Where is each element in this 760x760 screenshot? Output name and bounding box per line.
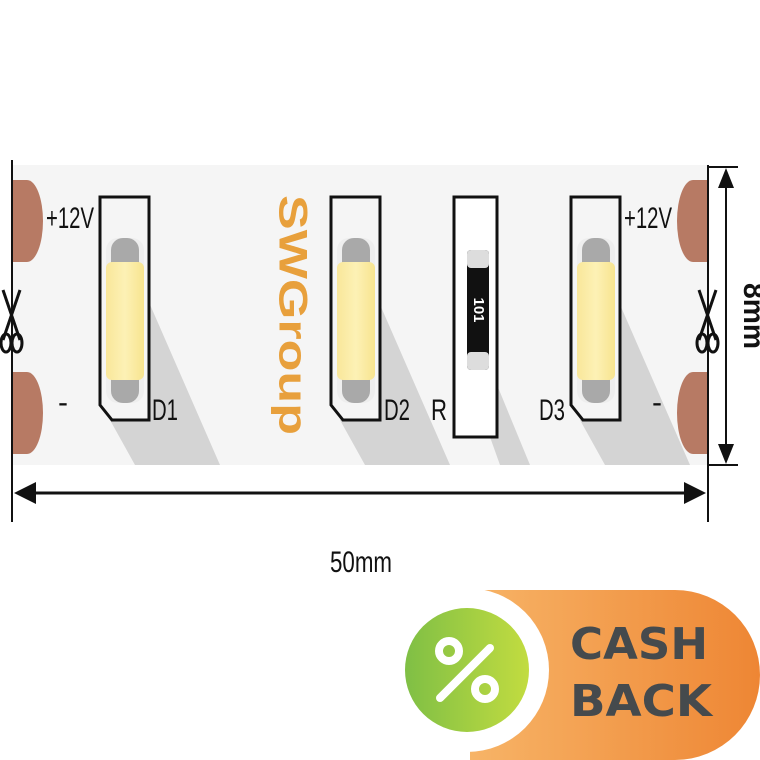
- voltage-left-label: +12V: [46, 202, 94, 235]
- d1-label: D1: [152, 394, 178, 427]
- pad-left-bottom: [12, 372, 43, 454]
- r-label: R: [431, 394, 447, 427]
- led-d1: [98, 195, 151, 422]
- solder-pads: [12, 180, 708, 454]
- minus-right-label: -: [652, 386, 662, 419]
- pad-left-top: [12, 180, 43, 262]
- resistor: 101: [452, 195, 499, 439]
- minus-left-label: -: [58, 386, 68, 419]
- scissors-icon-left: [0, 289, 24, 354]
- cashback-badge: CASH BACK: [385, 588, 760, 760]
- led-shadows: [110, 260, 690, 465]
- percent-icon: [435, 637, 499, 703]
- pad-right-top: [677, 180, 708, 262]
- brand-logo: SWGroup: [270, 195, 314, 435]
- led-d2: [329, 195, 382, 422]
- d3-label: D3: [539, 394, 565, 427]
- width-dimension-line: [14, 482, 706, 504]
- leds: [98, 195, 622, 422]
- pad-right-bottom: [677, 372, 708, 454]
- width-dimension-label: 50mm: [330, 546, 392, 579]
- led-d3: [569, 195, 622, 422]
- cashback-line1: CASH: [570, 619, 708, 670]
- height-dimension-label: 8mm: [737, 283, 760, 349]
- cashback-line2: BACK: [570, 676, 714, 727]
- scissors-icon-right: [695, 289, 720, 354]
- voltage-right-label: +12V: [624, 202, 672, 235]
- d2-label: D2: [384, 394, 410, 427]
- height-dimension-line: [708, 166, 738, 466]
- resistor-code: 101: [470, 297, 487, 322]
